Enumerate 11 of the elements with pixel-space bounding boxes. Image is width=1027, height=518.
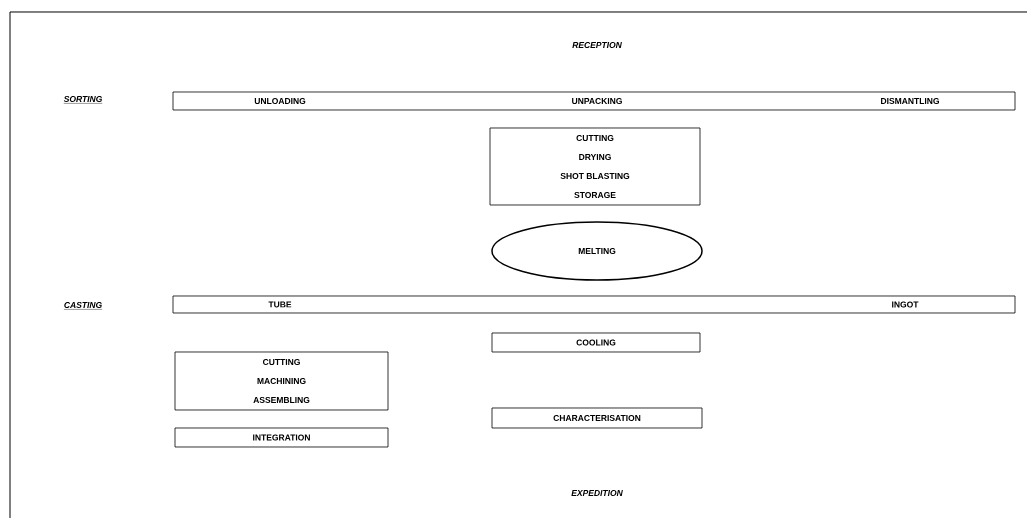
stage-label: EXPEDITION — [571, 490, 623, 496]
stage-label: SORTING — [63, 96, 103, 104]
process-box: COOLING — [491, 332, 701, 353]
process-box: INTEGRATION — [174, 427, 389, 448]
process-box: CUTTING DRYING SHOT BLASTING STORAGE — [489, 127, 701, 206]
process-box: CUTTING MACHINING ASSEMBLING — [174, 351, 389, 411]
stage-label: CASTING — [63, 302, 103, 310]
stage-label: RECEPTION — [572, 42, 622, 48]
process-bar: UNLOADING UNPACKING DISMANTLING — [172, 91, 1016, 111]
process-box: CHARACTERISATION — [491, 407, 703, 429]
process-bar: TUBE INGOT — [172, 295, 1016, 314]
